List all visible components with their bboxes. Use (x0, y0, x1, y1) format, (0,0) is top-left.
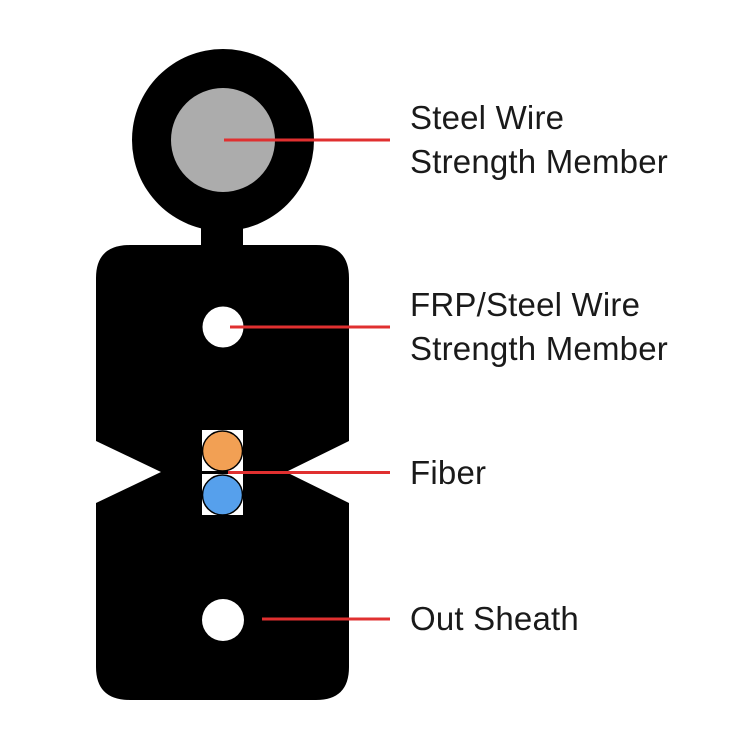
label-steel-wire: Steel Wire Strength Member (410, 96, 668, 184)
label-out-sheath: Out Sheath (410, 597, 579, 641)
label-frp: FRP/Steel Wire Strength Member (410, 283, 668, 371)
frp-strength-member-hole (202, 306, 244, 348)
steel-wire-core (171, 88, 275, 192)
label-frp-line2: Strength Member (410, 330, 668, 367)
label-steel-wire-line1: Steel Wire (410, 99, 565, 136)
fiber-blue (201, 474, 244, 516)
fiber-orange (201, 430, 244, 472)
messenger-neck (201, 208, 243, 250)
label-frp-line1: FRP/Steel Wire (410, 286, 641, 323)
label-out-sheath-line1: Out Sheath (410, 600, 579, 637)
label-fiber-line1: Fiber (410, 454, 487, 491)
label-steel-wire-line2: Strength Member (410, 143, 668, 180)
out-sheath-hole (202, 599, 244, 641)
label-fiber: Fiber (410, 451, 486, 495)
